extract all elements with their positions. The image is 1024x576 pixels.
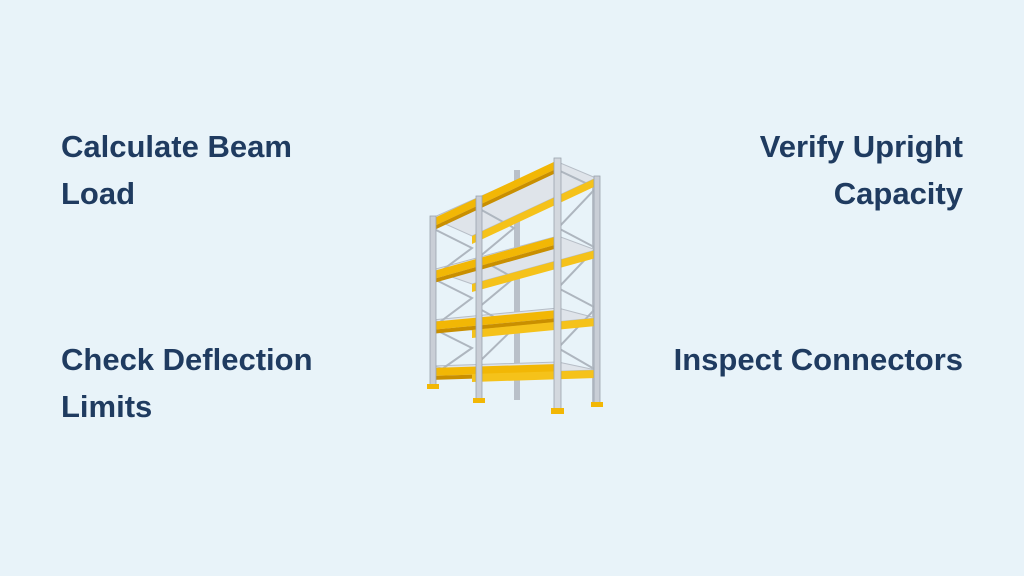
tip-inspect-connectors: Inspect Connectors <box>673 342 963 377</box>
tip-calculate-beam-load: Calculate Beam Load <box>61 129 292 211</box>
tip-check-deflection-limits: Check Deflection Limits <box>61 342 313 424</box>
rack-foot-plates <box>427 384 603 414</box>
pallet-rack-illustration <box>418 148 610 420</box>
pallet-rack-icon <box>427 157 603 414</box>
rack-beams <box>430 160 596 382</box>
tip-verify-upright-capacity: Verify Upright Capacity <box>759 129 963 211</box>
